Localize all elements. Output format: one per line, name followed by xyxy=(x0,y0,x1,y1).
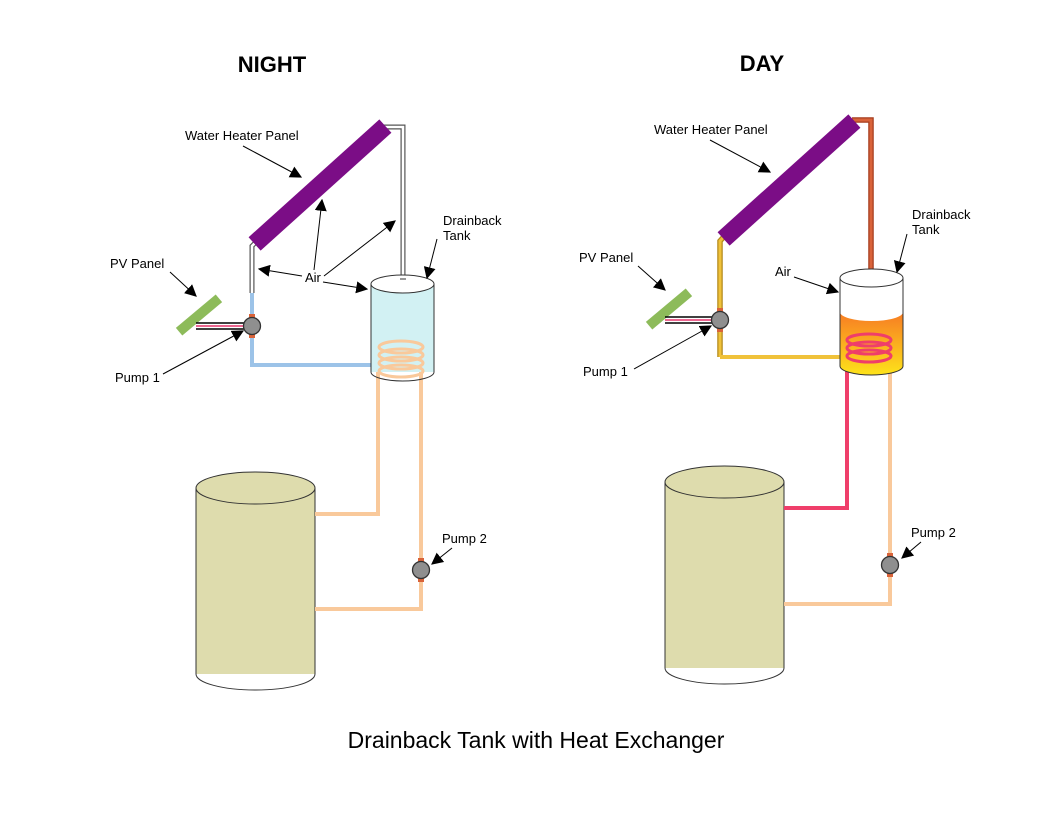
day-heading: DAY xyxy=(740,51,785,76)
night-pv-panel xyxy=(175,294,223,336)
day-return-loop-pipe xyxy=(784,345,892,606)
night-arrows xyxy=(162,145,453,565)
day-drainback-label-line1: Drainback xyxy=(912,207,971,222)
day-hot-loop-pipe xyxy=(784,345,849,510)
night-diagram: NIGHT xyxy=(110,52,502,691)
day-water-heater-panel-label: Water Heater Panel xyxy=(654,122,768,137)
night-coil xyxy=(377,339,425,379)
night-pump1-icon xyxy=(242,314,262,338)
night-water-heater-panel-label: Water Heater Panel xyxy=(185,128,299,143)
night-heading: NIGHT xyxy=(238,52,307,77)
day-air-label: Air xyxy=(775,264,792,279)
night-air-label: Air xyxy=(305,270,322,285)
night-water-heater-panel xyxy=(248,119,392,251)
night-drainback-label-line2: Tank xyxy=(443,228,471,243)
day-pump1-label: Pump 1 xyxy=(583,364,628,379)
day-drainback-tank xyxy=(839,268,904,376)
night-pv-wires xyxy=(196,322,246,330)
day-storage-tank xyxy=(664,465,785,685)
night-storage-tank xyxy=(195,471,316,691)
night-pump2-icon xyxy=(411,558,431,582)
day-diagram: DAY xyxy=(579,51,971,685)
day-pv-panel-label: PV Panel xyxy=(579,250,633,265)
day-pv-wires xyxy=(665,316,714,324)
night-empty-collector-pipes xyxy=(249,124,406,293)
night-heat-exchanger-loop xyxy=(315,352,423,611)
day-arrows xyxy=(633,139,922,559)
day-drainback-label-line2: Tank xyxy=(912,222,940,237)
night-collector-loop-water xyxy=(250,293,372,367)
day-pump2-icon xyxy=(880,553,900,577)
day-water-heater-panel xyxy=(717,114,861,246)
night-drainback-label-line1: Drainback xyxy=(443,213,502,228)
night-pv-panel-label: PV Panel xyxy=(110,256,164,271)
diagram-caption: Drainback Tank with Heat Exchanger xyxy=(348,727,725,753)
night-drainback-tank xyxy=(370,274,435,382)
day-collector-loop xyxy=(717,229,842,359)
day-return-pipe xyxy=(852,117,874,274)
day-coil xyxy=(845,332,893,364)
day-pump2-label: Pump 2 xyxy=(911,525,956,540)
night-pump2-label: Pump 2 xyxy=(442,531,487,546)
day-pump1-icon xyxy=(710,308,730,332)
night-pump1-label: Pump 1 xyxy=(115,370,160,385)
day-pv-panel xyxy=(645,288,693,330)
